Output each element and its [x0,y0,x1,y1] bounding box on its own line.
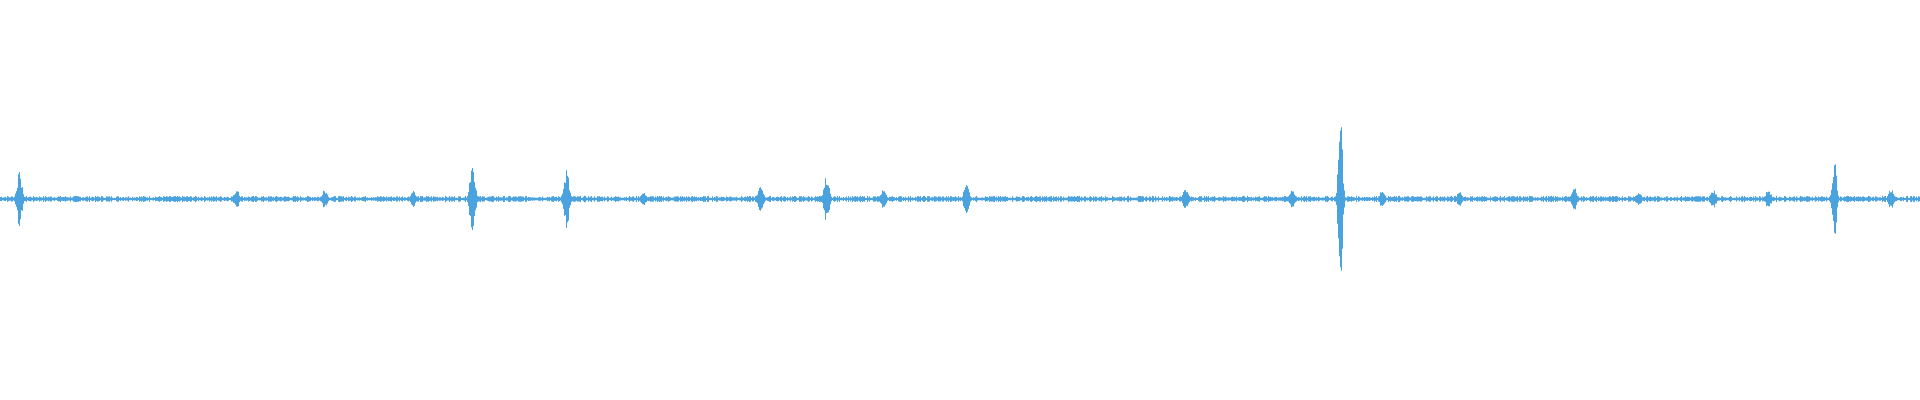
waveform-amplitude [0,127,1920,271]
